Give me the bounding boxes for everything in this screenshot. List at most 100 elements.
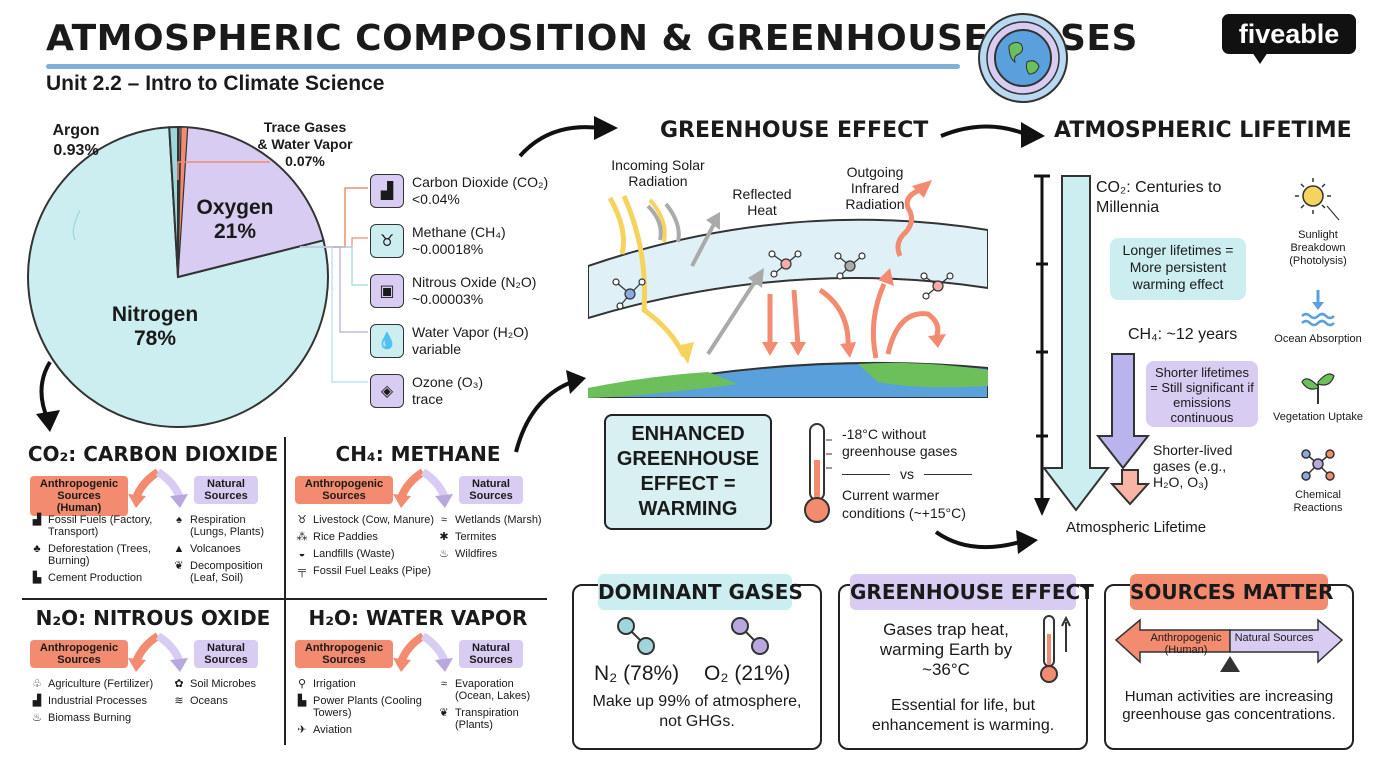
o2-molecule-icon	[731, 617, 769, 655]
o3-leader-line	[300, 246, 368, 383]
source-item-label: Decomposition (Leaf, Soil)	[190, 560, 263, 584]
natural-list: ≈Wetlands (Marsh) ✱Termites ♨ Wildfires	[437, 514, 549, 565]
source-item: ✱Termites	[437, 531, 549, 543]
natural-label: Natural Sources	[1234, 632, 1314, 644]
source-item: ▲Volcanoes	[172, 543, 284, 555]
trace-gas-item: ♉Methane (CH₄)~0.00018%	[370, 216, 570, 266]
lifetime-axis-label: Atmospheric Lifetime	[1066, 519, 1207, 536]
source-item-label: Livestock (Cow, Manure)	[313, 514, 435, 526]
source-item: ≈Evaporation (Ocean, Lakes)	[437, 678, 549, 702]
natural-tag: Natural Sources	[459, 476, 523, 504]
leaf-icon: ❦	[174, 560, 184, 572]
temp-current-label: Current warmer conditions (~+15°C)	[842, 487, 966, 521]
argon-label: Argon 0.93%	[40, 121, 112, 161]
source-item-label: Landfills (Waste)	[313, 548, 395, 560]
cement-plant-icon: ▙	[32, 572, 42, 584]
co2-sources-panel: CO₂: CARBON DIOXIDE Anthropogenic Source…	[22, 440, 284, 598]
plant-icon: ❦	[439, 707, 449, 719]
nitrogen-name: Nitrogen	[111, 303, 199, 326]
source-item: ▙ Power Plants (Cooling Towers)	[295, 695, 443, 719]
n2o-sources-panel: N₂O: NITROUS OXIDE Anthropogenic Sources…	[22, 604, 284, 754]
source-item: ≈Wetlands (Marsh)	[437, 514, 549, 526]
trace-pct: 0.07%	[285, 153, 325, 169]
globe-icon	[978, 13, 1068, 103]
shield-icon: ◈	[370, 374, 404, 408]
source-item-label: Power Plants (Cooling Towers)	[313, 695, 422, 719]
factory-icon: ▟	[32, 695, 42, 707]
source-item-label: Transpiration (Plants)	[455, 707, 519, 731]
trace-gas-name: Ozone (O₃)	[412, 374, 484, 390]
ch4-to-greenhouse-arrow	[514, 370, 586, 453]
anthropogenic-list: ⚲Irrigation▙Power Plants (Cooling Towers…	[295, 678, 443, 741]
nitrogen-pct: 78%	[133, 327, 177, 350]
incoming-radiation-label: Incoming Solar Radiation	[611, 157, 705, 189]
source-item-label: Biomass Burning	[48, 712, 132, 724]
source-item-label: Cement Production	[48, 572, 143, 584]
trace-gas-item: ◈Ozone (O₃)trace	[370, 366, 570, 416]
anthropogenic-tag: Anthropogenic Sources	[295, 640, 393, 668]
reflected-heat-label: Reflected Heat	[732, 186, 792, 218]
source-item-label: Aviation	[313, 724, 352, 736]
lifetime-axis	[1034, 174, 1151, 516]
dominant-gases-card: DOMINANT GASES N₂ (78%) O₂ (21%) Make up…	[572, 574, 822, 750]
source-item-label: Deforestation (Trees, Burning)	[48, 543, 151, 567]
wave-icon: ≋	[174, 695, 184, 707]
sprinkler-icon: ⚲	[297, 678, 307, 690]
page-subtitle: Unit 2.2 – Intro to Climate Science	[46, 72, 385, 95]
sink-label: Sunlight Breakdown (Photolysis)	[1289, 229, 1347, 267]
source-item-label: Wildfires	[455, 548, 498, 560]
lifetime-title: ATMOSPHERIC LIFETIME	[1054, 118, 1352, 143]
brand-logo[interactable]: fiveable	[1222, 14, 1356, 54]
sources-matter-text: Human activities are increasing greenhou…	[1122, 688, 1336, 723]
trace-gas-name: Methane (CH₄)	[412, 224, 506, 240]
volcano-icon: ▲	[173, 543, 185, 555]
source-item: ⁂Rice Paddies	[295, 531, 443, 543]
greenhouse-effect-card: GREENHOUSE EFFECT Gases trap heat, warmi…	[838, 574, 1094, 750]
short-lived-label: Shorter-lived gases (e.g., H₂O, O₃)	[1153, 442, 1233, 490]
source-item: ▙ Cement Production	[30, 572, 178, 584]
o2-percent: O₂ (21%)	[704, 662, 791, 685]
split-arrows	[128, 468, 188, 508]
gas-title: H₂O: WATER VAPOR	[308, 606, 528, 630]
trace-leader-line	[177, 161, 270, 180]
source-item-label: Rice Paddies	[313, 531, 378, 543]
microbe-icon: ✿	[174, 678, 184, 690]
composition-pie-chart	[27, 125, 368, 428]
greenhouse-to-lifetime-arrow	[934, 530, 1038, 554]
n2-percent: N₂ (78%)	[594, 662, 680, 685]
natural-list: ✿Soil Microbes≋Oceans	[172, 678, 284, 712]
oxygen-pct: 21%	[213, 220, 257, 243]
gas-title: CH₄: METHANE	[335, 442, 501, 466]
molecule-icon	[1301, 449, 1335, 481]
source-item: ♣ Deforestation (Trees, Burning)	[30, 543, 178, 567]
sink-photolysis: Sunlight Breakdown (Photolysis)	[1270, 176, 1366, 288]
longer-lifetime-note: Longer lifetimes = More persistent warmi…	[1110, 238, 1246, 300]
tree-icon: ♣	[33, 543, 41, 555]
anthropogenic-list: ♧Agriculture (Fertilizer)▟Industrial Pro…	[30, 678, 178, 729]
to-lifetime-arrow	[940, 122, 1045, 148]
source-item-label: Oceans	[190, 695, 228, 707]
landfill-icon: ◒	[298, 548, 306, 560]
argon-pct: 0.93%	[53, 142, 99, 159]
fire-icon: ♨	[439, 548, 449, 560]
ocean-icon	[1301, 290, 1335, 327]
source-item: ♨ Wildfires	[437, 548, 549, 560]
page-title: ATMOSPHERIC COMPOSITION & GREENHOUSE GAS…	[46, 18, 1138, 59]
sources-matter-card: SOURCES MATTER Anthropogenic (Human) Nat…	[1104, 574, 1354, 750]
sources-matter-title: SOURCES MATTER	[1130, 574, 1333, 610]
fertilizer-bag-icon: ▣	[370, 274, 404, 308]
anthropogenic-label: Anthropogenic (Human)	[1150, 632, 1222, 656]
source-item: ♉Livestock (Cow, Manure)	[295, 514, 443, 526]
fertilizer-icon: ♧	[32, 678, 42, 690]
greenhouse-title: GREENHOUSE EFFECT	[660, 118, 929, 143]
source-item: ╤Fossil Fuel Leaks (Pipe)	[295, 565, 443, 577]
source-item-label: Industrial Processes	[48, 695, 148, 707]
sink-ocean: Ocean Absorption	[1270, 288, 1366, 368]
trace-name: Trace Gases	[263, 119, 347, 135]
pie-slice-oxygen	[176, 125, 325, 279]
cooling-tower-icon: ▙	[297, 695, 307, 707]
balance-arrows	[1114, 618, 1344, 672]
split-arrows	[128, 632, 188, 672]
enhanced-greenhouse-box: ENHANCED GREENHOUSE EFFECT = WARMING	[604, 414, 772, 530]
dominant-gases-text: Make up 99% of atmosphere, not GHGs.	[592, 693, 802, 730]
